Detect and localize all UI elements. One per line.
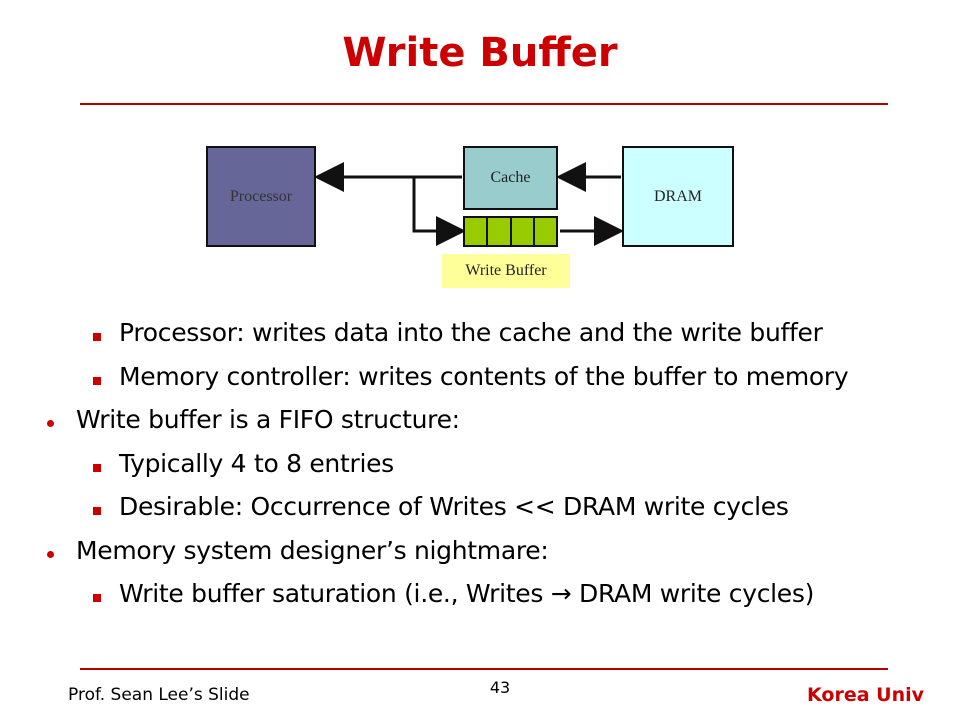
footer-divider [80, 668, 888, 670]
processor-box: Processor [206, 146, 316, 247]
processor-label: Processor [229, 187, 293, 205]
bullet-square-icon [93, 507, 101, 515]
bullet-square-icon [93, 594, 101, 602]
sub-bullet-item: Typically 4 to 8 entries [119, 449, 394, 478]
write-buffer-entry [465, 218, 489, 245]
bullet-dot-icon [47, 551, 54, 558]
title-divider [80, 103, 888, 105]
sub-bullet-item: Processor: writes data into the cache an… [119, 318, 823, 347]
write-buffer-entry [535, 218, 556, 245]
bullet-dot-icon [47, 420, 54, 427]
slide-title: Write Buffer [342, 30, 618, 76]
sub-bullet-item: Desirable: Occurrence of Writes << DRAM … [119, 492, 789, 521]
bullet-square-icon [93, 333, 101, 341]
bullet-square-icon [93, 377, 101, 385]
write-buffer-label: Write Buffer [442, 254, 570, 288]
footer-institution: Korea Univ [807, 684, 924, 706]
processor-writebuffer-arrow [412, 177, 466, 246]
write-buffer-entry [488, 218, 512, 245]
page-number: 43 [489, 678, 511, 697]
diagram-arrows [314, 162, 624, 246]
write-buffer-diagram: Processor Cache DRAM Write Buffer [0, 0, 960, 300]
cache-label: Cache [490, 169, 531, 186]
bullet-item: Write buffer is a FIFO structure: [76, 405, 460, 434]
sub-bullet-item: Memory controller: writes contents of th… [119, 362, 849, 391]
dram-box: DRAM [622, 146, 734, 247]
dram-label: DRAM [653, 187, 702, 205]
write-buffer-entry [512, 218, 535, 245]
bullet-item: Memory system designer’s nightmare: [76, 536, 549, 565]
footer-author: Prof. Sean Lee’s Slide [68, 685, 250, 705]
write-buffer-box [463, 216, 558, 247]
cache-box: Cache [463, 146, 558, 210]
sub-bullet-item: Write buffer saturation (i.e., Writes → … [119, 579, 815, 608]
bullet-square-icon [93, 464, 101, 472]
